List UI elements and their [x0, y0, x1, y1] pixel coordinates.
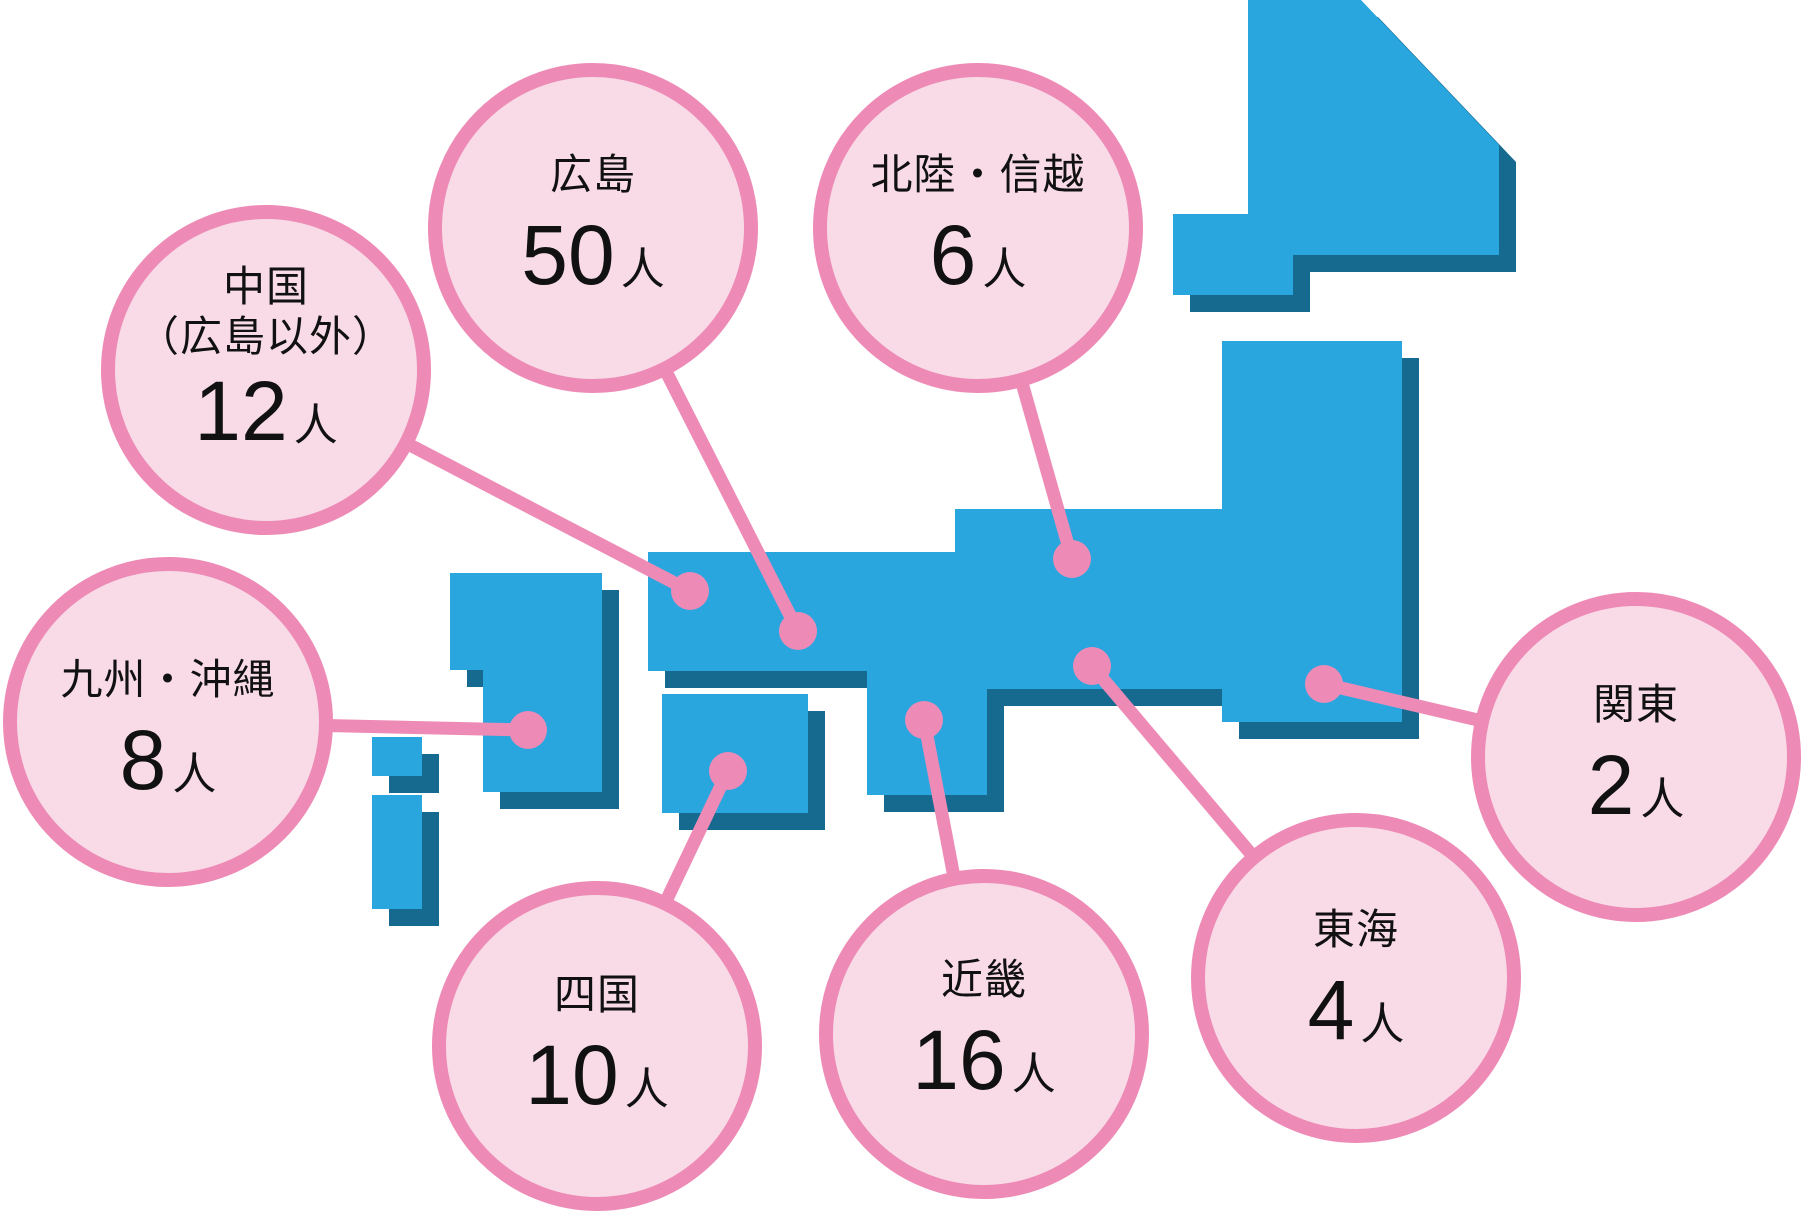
anchor-dot-chugoku [671, 572, 709, 610]
bubble-kinki [819, 869, 1149, 1199]
land-kyushu [450, 573, 602, 792]
anchor-dot-kanto [1305, 665, 1343, 703]
bubble-tokai [1191, 813, 1521, 1143]
anchor-dot-hiroshima [779, 612, 817, 650]
land-okinawa-small [372, 737, 422, 776]
land-okinawa-tall [372, 795, 422, 909]
bubble-kyushu-okinawa [3, 557, 333, 887]
land-hokkaido [1173, 0, 1499, 295]
bubble-chugoku [101, 205, 431, 535]
anchor-dot-shikoku [709, 752, 747, 790]
bubble-hiroshima [428, 63, 758, 393]
bubble-hokuriku-shinetsu [813, 63, 1143, 393]
land-honshu [648, 341, 1402, 795]
anchor-dot-tokai [1073, 647, 1111, 685]
anchor-dot-kyushu-okinawa [509, 711, 547, 749]
bubble-kanto [1471, 592, 1801, 922]
bubble-shikoku [432, 881, 762, 1211]
region-bubbles [3, 63, 1801, 1211]
anchor-dot-kinki [905, 701, 943, 739]
land-masses [372, 0, 1499, 909]
anchor-dot-hokuriku-shinetsu [1053, 540, 1091, 578]
